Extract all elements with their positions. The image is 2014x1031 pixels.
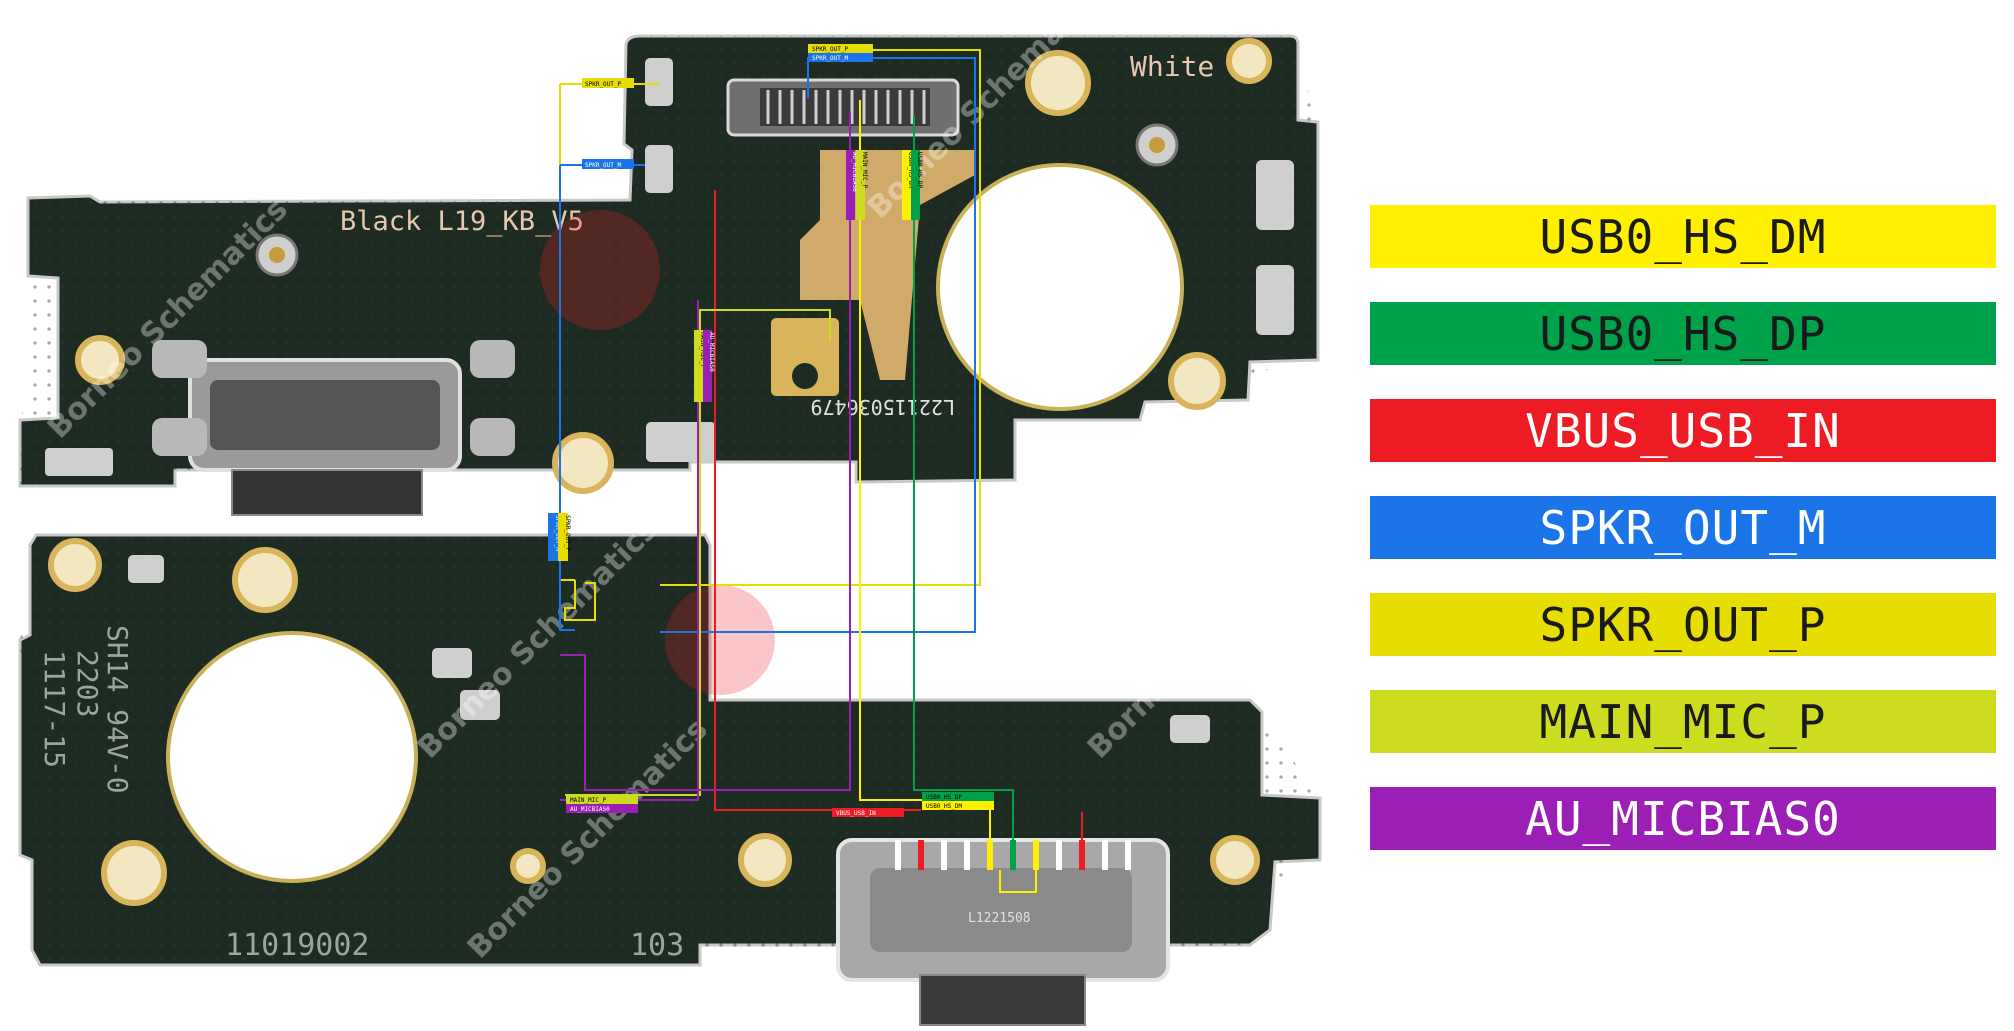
spring-contact <box>45 448 113 476</box>
top-board: White Black L19_KB_V5 L22115036479 <box>18 34 1320 516</box>
mount-hole <box>1025 50 1091 116</box>
board-silk-label: Black L19_KB_V5 <box>340 206 584 237</box>
signal-legend: USB0_HS_DM USB0_HS_DP VBUS_USB_IN SPKR_O… <box>1370 205 1996 884</box>
camera-cutout <box>166 631 418 883</box>
legend-item-spkr-out-p: SPKR_OUT_P <box>1370 593 1996 656</box>
spring-contact <box>1256 160 1294 230</box>
net-label: SPKR_OUT_M <box>812 55 849 62</box>
mic-component <box>771 318 839 396</box>
spring-contact <box>470 418 515 456</box>
net-label: MAIN_MIC_P <box>570 797 607 804</box>
net-label: SPKR_OUT_M <box>585 162 622 169</box>
mount-hole <box>1168 352 1226 410</box>
net-label: USB0_HS_DP <box>926 794 963 801</box>
mount-hole <box>101 840 167 906</box>
mount-hole <box>1210 835 1260 885</box>
mount-hole <box>1226 38 1272 84</box>
mount-hole <box>232 547 298 613</box>
mount-hole <box>75 335 125 385</box>
silk-vertical-2: 1117-15 <box>38 650 71 768</box>
net-label: SPKR_OUT_P <box>564 515 571 552</box>
bottom-board: L1221508 11019002 103 SH14 94V-0 1117-15… <box>18 533 1322 1026</box>
legend-item-vbus-usb-in: VBUS_USB_IN <box>1370 399 1996 462</box>
legend-item-usb0-hs-dp: USB0_HS_DP <box>1370 302 1996 365</box>
legend-label: USB0_HS_DP <box>1539 306 1827 361</box>
spring-contact <box>128 555 164 583</box>
serial-number: L22115036479 <box>811 395 956 419</box>
net-label: SPKR_OUT_P <box>812 46 849 53</box>
spring-contact <box>432 648 472 678</box>
net-label: AU_MICBIAS0 <box>708 332 715 372</box>
net-label: MAIN_MIC_P <box>699 332 706 369</box>
net-label: AU_MICBIAS0 <box>570 806 610 813</box>
net-label: VBUS_USB_IN <box>836 810 876 817</box>
spring-contact <box>152 340 207 378</box>
legend-item-spkr-out-m: SPKR_OUT_M <box>1370 496 1996 559</box>
mount-hole <box>738 833 792 887</box>
legend-label: USB0_HS_DM <box>1539 209 1827 264</box>
spring-contact <box>1170 715 1210 743</box>
spring-contact <box>470 340 515 378</box>
silk-vertical-3: 2203 <box>71 650 104 717</box>
connector-code: L1221508 <box>968 911 1031 926</box>
legend-item-main-mic-p: MAIN_MIC_P <box>1370 690 1996 753</box>
spring-contact <box>645 145 673 193</box>
lower-code-2: 103 <box>630 928 684 963</box>
legend-label: SPKR_OUT_M <box>1539 500 1827 555</box>
spring-contact <box>460 690 500 720</box>
silk-vertical-1: SH14 94V-0 <box>101 625 134 794</box>
lower-code: 11019002 <box>225 928 370 963</box>
mount-hole <box>48 538 102 592</box>
net-label: SPKR_OUT_P <box>585 81 622 88</box>
spring-contact <box>645 58 673 106</box>
mount-hole <box>552 432 614 494</box>
color-label: White <box>1130 50 1214 83</box>
net-label: USB0_HS_DM <box>907 152 914 189</box>
legend-label: VBUS_USB_IN <box>1525 403 1841 458</box>
legend-label: SPKR_OUT_P <box>1539 597 1827 652</box>
pcb-diagram: White Black L19_KB_V5 L22115036479 L1221… <box>18 34 1322 1026</box>
spring-contact <box>646 422 716 462</box>
spring-contact <box>152 418 207 456</box>
net-label: SPKR_OUT_M <box>554 515 561 552</box>
legend-item-usb0-hs-dm: USB0_HS_DM <box>1370 205 1996 268</box>
camera-cutout <box>936 163 1184 411</box>
net-label: AU_MICBIAS0 <box>851 152 858 192</box>
net-label: MAIN_MIC_P <box>861 152 868 189</box>
mount-hole <box>510 848 546 884</box>
net-label: USB0_HS_DP <box>916 152 923 189</box>
legend-item-au-micbias0: AU_MICBIAS0 <box>1370 787 1996 850</box>
net-labels: SPKR_OUT_P SPKR_OUT_M SPKR_OUT_P SPKR_OU… <box>548 44 994 817</box>
net-label: USB0_HS_DM <box>926 803 963 810</box>
legend-label: MAIN_MIC_P <box>1539 694 1827 749</box>
spring-contact <box>1256 265 1294 335</box>
legend-label: AU_MICBIAS0 <box>1525 791 1841 846</box>
